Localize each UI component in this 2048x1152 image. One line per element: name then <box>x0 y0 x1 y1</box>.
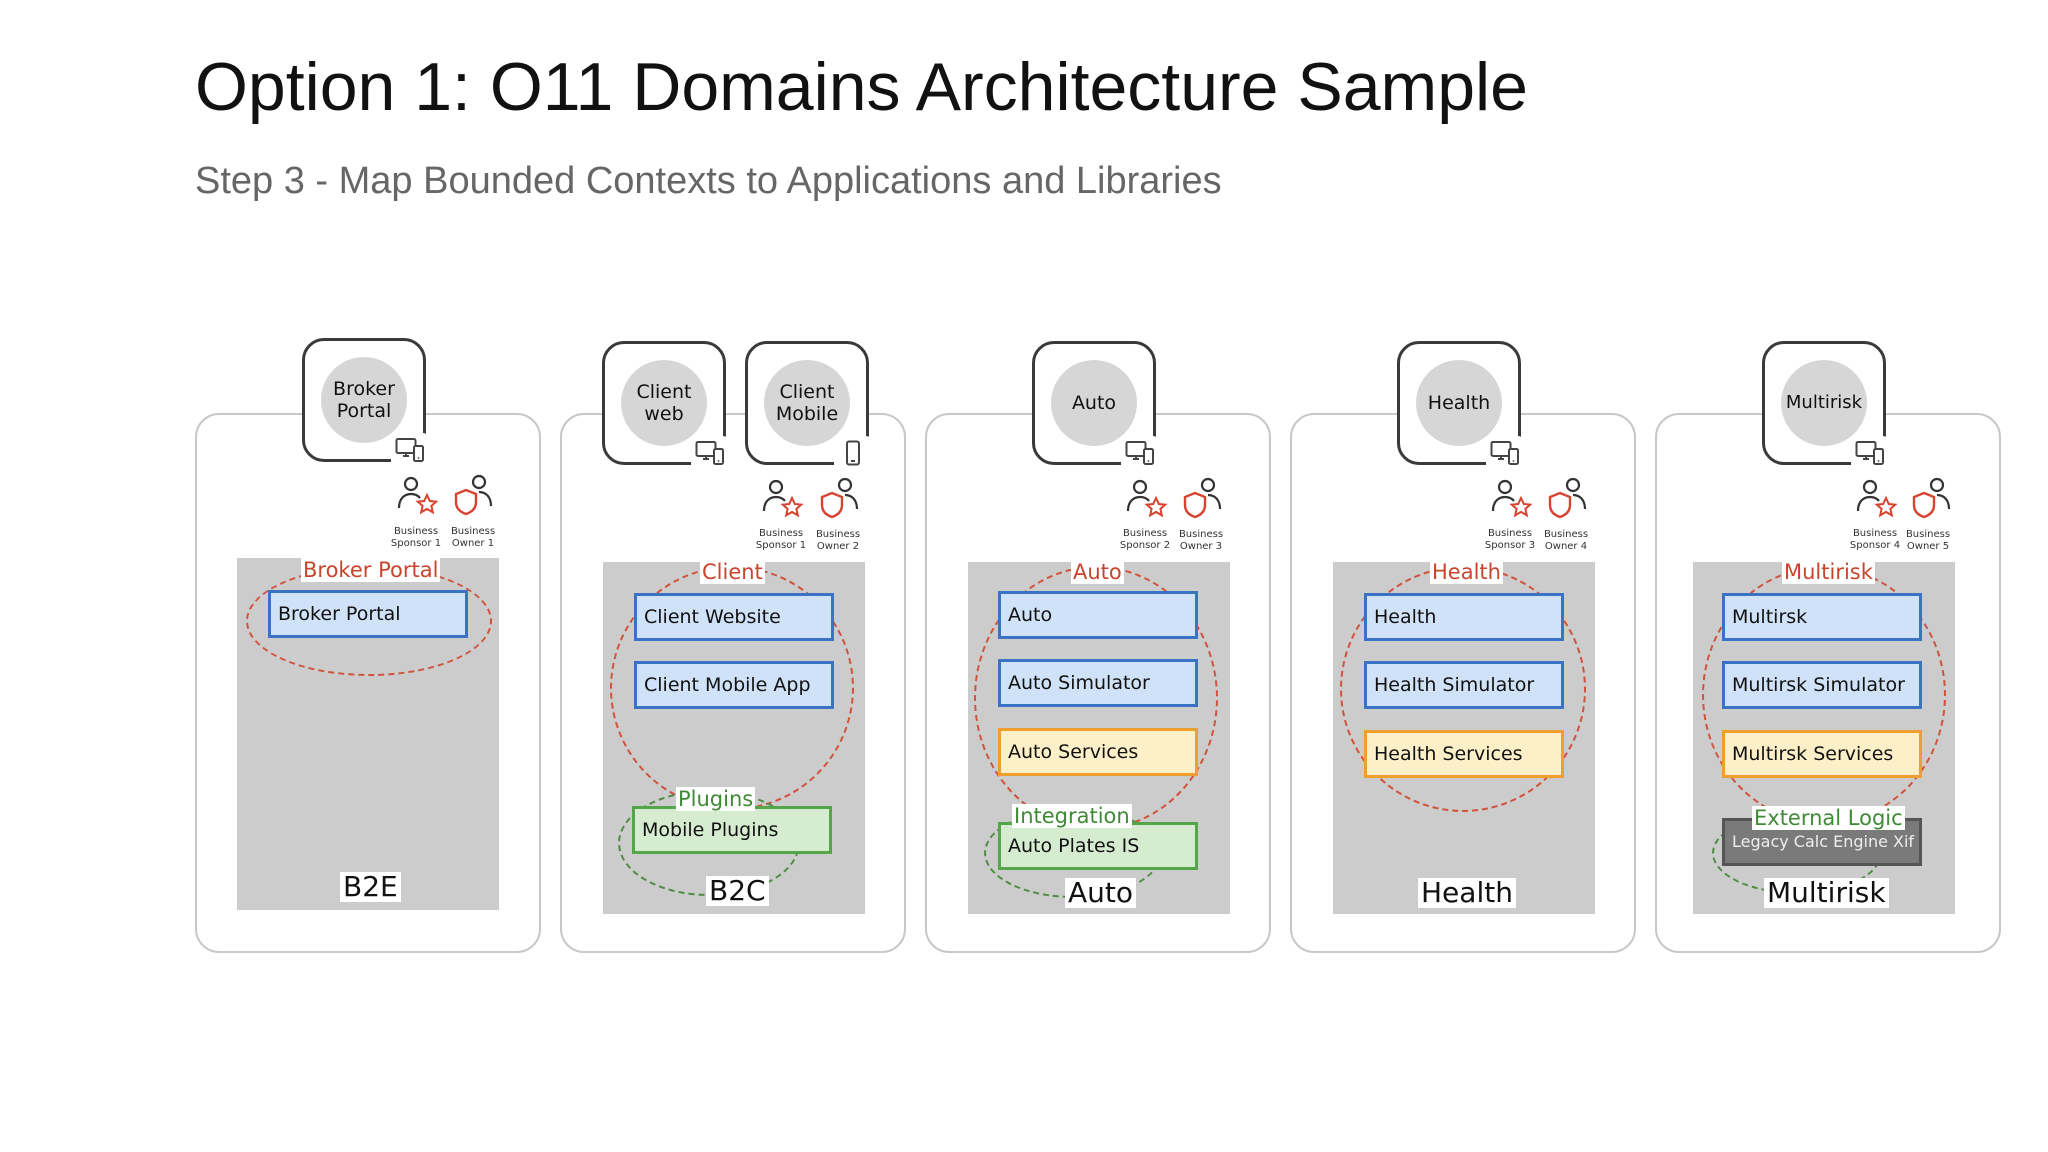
business-owner-icon <box>1546 475 1590 519</box>
sponsor-label-health: Business Sponsor 3 <box>1484 528 1536 551</box>
sponsor-label-auto: Business Sponsor 2 <box>1119 528 1171 551</box>
owner-label-multirisk: Business Owner 5 <box>1905 529 1951 552</box>
desktop-device-icon <box>1125 440 1155 466</box>
app-tile-client-web[interactable]: Client web <box>602 341 729 470</box>
context-label-external-logic: External Logic <box>1752 806 1905 830</box>
sponsor-label-b2e: Business Sponsor 1 <box>390 526 442 549</box>
component-auto-services[interactable]: Auto Services <box>998 728 1198 776</box>
app-label-broker-portal: Broker Portal <box>321 357 407 443</box>
mobile-device-icon <box>838 440 868 466</box>
component-multirsk-simulator[interactable]: Multirsk Simulator <box>1722 661 1922 709</box>
owner-label-auto: Business Owner 3 <box>1178 529 1224 552</box>
context-label-broker-portal: Broker Portal <box>301 558 441 582</box>
app-label-multirisk: Multirisk <box>1781 360 1867 446</box>
desktop-device-icon <box>1855 440 1885 466</box>
component-health[interactable]: Health <box>1364 593 1564 641</box>
business-sponsor-icon <box>1855 477 1899 521</box>
component-client-mobile-app[interactable]: Client Mobile App <box>634 661 834 709</box>
context-label-health: Health <box>1430 560 1503 584</box>
context-label-integration: Integration <box>1012 804 1132 828</box>
app-tile-auto[interactable]: Auto <box>1032 341 1159 470</box>
business-sponsor-icon <box>761 477 805 521</box>
business-sponsor-icon <box>1490 477 1534 521</box>
app-label-client-web: Client web <box>621 360 707 446</box>
context-label-auto: Auto <box>1071 560 1124 584</box>
domain-name-health: Health <box>1418 878 1516 908</box>
component-multirsk-services[interactable]: Multirsk Services <box>1722 730 1922 778</box>
app-tile-health[interactable]: Health <box>1397 341 1524 470</box>
domain-name-multirisk: Multirisk <box>1764 878 1889 908</box>
business-owner-icon <box>1181 475 1225 519</box>
domain-name-b2e: B2E <box>340 872 401 902</box>
component-broker-portal[interactable]: Broker Portal <box>268 590 468 638</box>
owner-label-b2c: Business Owner 2 <box>815 529 861 552</box>
component-health-services[interactable]: Health Services <box>1364 730 1564 778</box>
context-label-plugins: Plugins <box>676 787 756 811</box>
component-auto-plates-is[interactable]: Auto Plates IS <box>998 822 1198 870</box>
app-label-health: Health <box>1416 360 1502 446</box>
desktop-device-icon <box>395 437 425 463</box>
domain-name-b2c: B2C <box>706 876 769 906</box>
domain-name-auto: Auto <box>1065 878 1137 908</box>
component-health-simulator[interactable]: Health Simulator <box>1364 661 1564 709</box>
sponsor-label-b2c: Business Sponsor 1 <box>755 528 807 551</box>
component-auto[interactable]: Auto <box>998 591 1198 639</box>
business-owner-icon <box>818 475 862 519</box>
business-owner-icon <box>452 472 496 516</box>
component-auto-simulator[interactable]: Auto Simulator <box>998 659 1198 707</box>
app-tile-broker-portal[interactable]: Broker Portal <box>302 338 429 467</box>
page-subtitle: Step 3 - Map Bounded Contexts to Applica… <box>195 160 1222 202</box>
owner-label-b2e: Business Owner 1 <box>450 526 496 549</box>
page-title: Option 1: O11 Domains Architecture Sampl… <box>195 49 1528 125</box>
app-tile-client-mobile[interactable]: Client Mobile <box>745 341 872 470</box>
app-label-client-mobile: Client Mobile <box>764 360 850 446</box>
context-label-client: Client <box>700 560 765 584</box>
context-label-multirisk: Multirisk <box>1782 560 1875 584</box>
business-sponsor-icon <box>396 474 440 518</box>
component-client-website[interactable]: Client Website <box>634 593 834 641</box>
app-tile-multirisk[interactable]: Multirisk <box>1762 341 1889 470</box>
component-multirsk[interactable]: Multirsk <box>1722 593 1922 641</box>
app-label-auto: Auto <box>1051 360 1137 446</box>
business-owner-icon <box>1910 475 1954 519</box>
desktop-device-icon <box>695 440 725 466</box>
sponsor-label-multirisk: Business Sponsor 4 <box>1849 528 1901 551</box>
desktop-device-icon <box>1490 440 1520 466</box>
component-mobile-plugins[interactable]: Mobile Plugins <box>632 806 832 854</box>
owner-label-health: Business Owner 4 <box>1543 529 1589 552</box>
business-sponsor-icon <box>1125 477 1169 521</box>
